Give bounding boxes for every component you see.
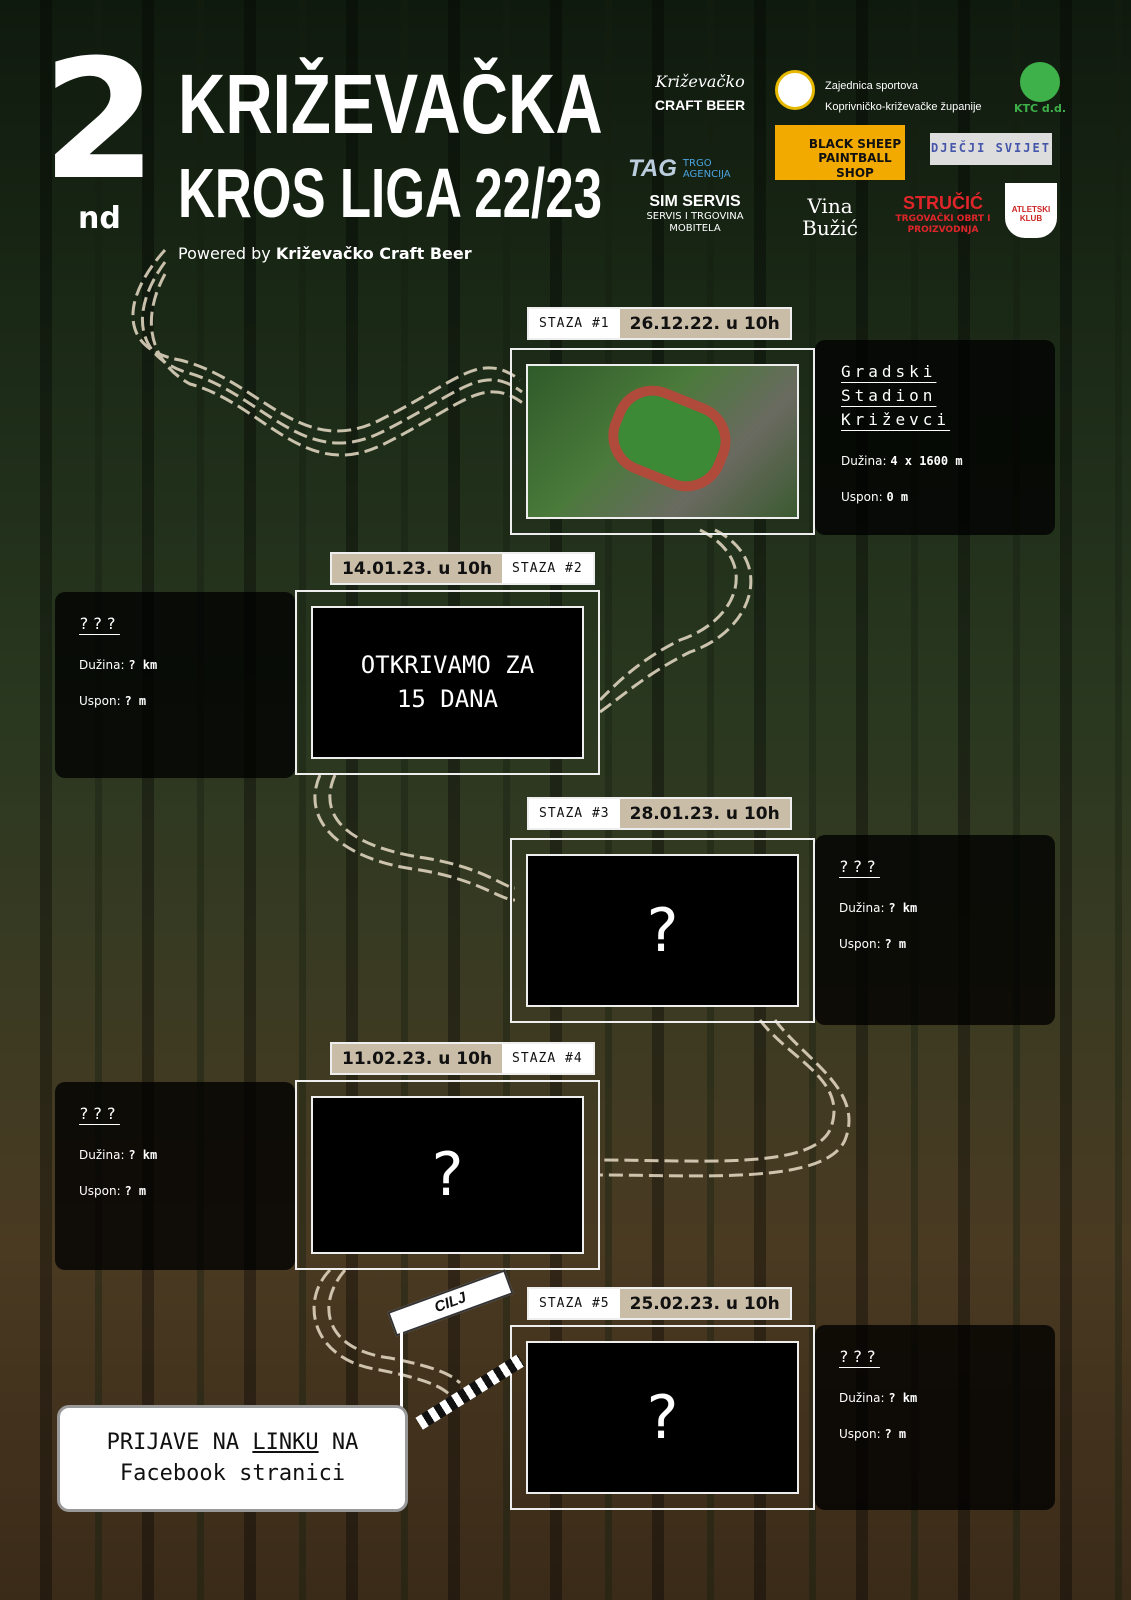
signup-link[interactable]: LINKU bbox=[252, 1429, 319, 1455]
stage-3-label: STAZA #3 28.01.23. u 10h bbox=[527, 797, 792, 830]
sponsor-name: TAG bbox=[628, 155, 677, 182]
sponsor-sub: Koprivničko-križevačke županije bbox=[825, 100, 982, 113]
sponsor-black-sheep: BLACK SHEEP PAINTBALL SHOP bbox=[775, 125, 905, 180]
signup-text: NA bbox=[318, 1429, 359, 1455]
climb-value: ? m bbox=[124, 694, 147, 708]
poster-title: KRIŽEVAČKA bbox=[178, 57, 603, 151]
question-mark-placeholder: ? bbox=[526, 854, 799, 1007]
stage-number: STAZA #3 bbox=[529, 799, 620, 828]
stage-date: 26.12.22. u 10h bbox=[629, 313, 780, 334]
climb-label: Uspon: bbox=[841, 490, 883, 504]
stage-4-label: 11.02.23. u 10h STAZA #4 bbox=[330, 1042, 595, 1075]
length-value: ? km bbox=[128, 1148, 158, 1162]
sponsor-name: Zajednica sportova bbox=[825, 80, 918, 92]
length-label: Dužina: bbox=[79, 658, 125, 672]
sponsor-atletski-klub: ATLETSKI KLUB bbox=[1005, 183, 1057, 238]
climb-value: ? m bbox=[884, 937, 907, 951]
climb-label: Uspon: bbox=[839, 1427, 881, 1441]
finish-pole bbox=[400, 1318, 403, 1433]
stage-location: ??? bbox=[79, 614, 120, 633]
stage-number: STAZA #4 bbox=[502, 1044, 593, 1073]
stage-number: STAZA #2 bbox=[502, 554, 593, 583]
stage-number: STAZA #5 bbox=[529, 1289, 620, 1318]
powered-by: Powered by Križevačko Craft Beer bbox=[178, 244, 472, 263]
sponsor-djecji-svijet: DJEČJI SVIJET bbox=[930, 133, 1052, 165]
stage-2-teaser: OTKRIVAMO ZA 15 DANA bbox=[311, 606, 584, 759]
length-value: ? km bbox=[888, 901, 918, 915]
sponsor-sub: CRAFT BEER bbox=[654, 97, 746, 113]
length-label: Dužina: bbox=[839, 901, 885, 915]
stage-4-info: ??? Dužina: ? km Uspon: ? m bbox=[55, 1082, 295, 1270]
climb-label: Uspon: bbox=[79, 1184, 121, 1198]
stage-location: Gradski Stadion Križevci bbox=[841, 362, 951, 429]
length-value: ? km bbox=[888, 1391, 918, 1405]
stage-2-label: 14.01.23. u 10h STAZA #2 bbox=[330, 552, 595, 585]
stage-3-info: ??? Dužina: ? km Uspon: ? m bbox=[815, 835, 1055, 1025]
stage-1-label: STAZA #1 26.12.22. u 10h bbox=[527, 307, 792, 340]
signup-text: PRIJAVE NA bbox=[106, 1429, 253, 1455]
signup-line-1: PRIJAVE NA LINKU NA bbox=[107, 1428, 359, 1459]
stage-number: STAZA #1 bbox=[529, 309, 620, 338]
length-value: 4 x 1600 m bbox=[890, 454, 963, 468]
sponsor-ktc: KTC d.d. bbox=[1010, 62, 1070, 115]
stage-1-frame bbox=[510, 348, 815, 535]
stage-date: 25.02.23. u 10h bbox=[629, 1293, 780, 1314]
edition-number: 2 bbox=[42, 24, 157, 216]
question-mark-placeholder: ? bbox=[526, 1341, 799, 1494]
stage-date: 28.01.23. u 10h bbox=[629, 803, 780, 824]
length-value: ? km bbox=[128, 658, 158, 672]
sponsor-name: SIM SERVIS bbox=[649, 193, 741, 210]
stage-2-frame: OTKRIVAMO ZA 15 DANA bbox=[295, 590, 600, 775]
length-label: Dužina: bbox=[839, 1391, 885, 1405]
sponsor-vina-buzic: Vina Bužić bbox=[802, 194, 858, 240]
sponsor-name: KTC d.d. bbox=[1013, 102, 1067, 115]
stage-date: 14.01.23. u 10h bbox=[342, 558, 493, 579]
sponsor-sub: TRGOVAČKI OBRT I PROIZVODNJA bbox=[895, 214, 991, 235]
stadium-aerial-photo bbox=[526, 364, 799, 519]
question-mark-placeholder: ? bbox=[311, 1096, 584, 1254]
signup-line-2: Facebook stranici bbox=[119, 1460, 346, 1486]
climb-value: ? m bbox=[124, 1184, 147, 1198]
stage-4-frame: ? bbox=[295, 1080, 600, 1270]
stage-5-frame: ? bbox=[510, 1325, 815, 1510]
climb-value: 0 m bbox=[886, 490, 909, 504]
length-label: Dužina: bbox=[841, 454, 887, 468]
climb-value: ? m bbox=[884, 1427, 907, 1441]
stage-5-info: ??? Dužina: ? km Uspon: ? m bbox=[815, 1325, 1055, 1510]
signup-notice: PRIJAVE NA LINKU NA Facebook stranici bbox=[57, 1405, 408, 1512]
stage-location: ??? bbox=[839, 857, 880, 876]
stage-date: 11.02.23. u 10h bbox=[342, 1048, 493, 1069]
length-label: Dužina: bbox=[79, 1148, 125, 1162]
edition-suffix: nd bbox=[78, 201, 121, 236]
sponsor-name: STRUČIĆ bbox=[903, 193, 983, 213]
stage-2-info: ??? Dužina: ? km Uspon: ? m bbox=[55, 592, 295, 778]
stage-3-frame: ? bbox=[510, 838, 815, 1023]
sponsor-name: Križevačko bbox=[655, 72, 745, 91]
sponsor-sub: TRGO AGENCIJA bbox=[682, 158, 731, 180]
sponsor-sub: SERVIS I TRGOVINA MOBITELA bbox=[646, 211, 744, 234]
ktc-logo bbox=[1020, 62, 1060, 102]
stage-1-info: Gradski Stadion Križevci Dužina: 4 x 160… bbox=[815, 340, 1055, 535]
powered-prefix: Powered by bbox=[178, 244, 271, 263]
stage-5-label: STAZA #5 25.02.23. u 10h bbox=[527, 1287, 792, 1320]
powered-brand: Križevačko Craft Beer bbox=[275, 244, 472, 263]
climb-label: Uspon: bbox=[839, 937, 881, 951]
stage-location: ??? bbox=[79, 1104, 120, 1123]
stage-location: ??? bbox=[839, 1347, 880, 1366]
sponsor-zajednica-logo bbox=[775, 70, 815, 110]
poster-subtitle: KROS LIGA 22/23 bbox=[178, 154, 603, 232]
climb-label: Uspon: bbox=[79, 694, 121, 708]
